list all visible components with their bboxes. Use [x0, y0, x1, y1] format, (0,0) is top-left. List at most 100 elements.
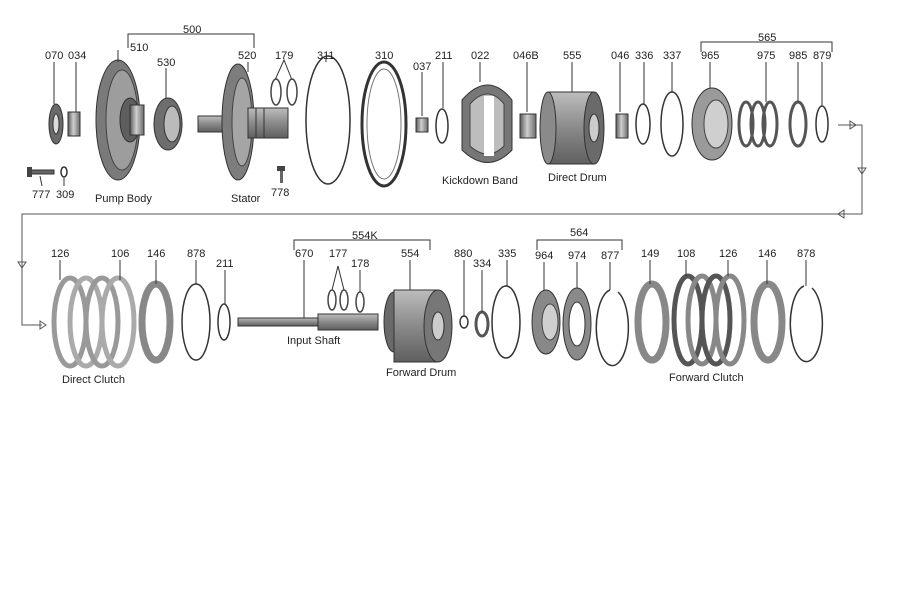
gear-530 [153, 97, 183, 151]
bracket-179 [274, 58, 293, 81]
rings-179 [270, 78, 298, 106]
bolt-778 [277, 166, 285, 183]
label-211-top: 211 [435, 50, 453, 62]
ring-337 [660, 91, 684, 157]
bracket-565 [700, 41, 833, 52]
label-forward-clutch: Forward Clutch [669, 372, 744, 384]
label-975: 975 [757, 50, 775, 62]
bracket-554k [293, 239, 431, 250]
label-pump-body: Pump Body [95, 193, 152, 205]
label-500: 500 [183, 24, 201, 36]
label-126-a: 126 [51, 248, 69, 260]
label-670: 670 [295, 248, 313, 260]
stator-part [197, 63, 289, 181]
label-334: 334 [473, 258, 491, 270]
kickdown-band-part [461, 84, 513, 163]
label-input-shaft: Input Shaft [287, 335, 340, 347]
label-510: 510 [130, 42, 148, 54]
bracket-177 [331, 265, 345, 291]
o-ring-311 [305, 55, 351, 185]
label-964: 964 [535, 250, 553, 262]
seal-070 [48, 103, 64, 145]
bolt-777 [27, 167, 55, 177]
label-878-b: 878 [797, 248, 815, 260]
forward-drum-part [383, 289, 453, 363]
forward-clutch-plates [671, 273, 747, 367]
flow-arrows [17, 120, 867, 330]
bearing-046b [519, 113, 537, 139]
label-kickdown-band: Kickdown Band [442, 175, 518, 187]
label-126-b: 126 [719, 248, 737, 260]
label-179: 179 [275, 50, 293, 62]
ring-336 [635, 103, 651, 145]
label-022: 022 [471, 50, 489, 62]
pump-body-part [95, 59, 145, 181]
rings-177 [327, 289, 349, 311]
label-178: 178 [351, 258, 369, 270]
label-forward-drum: Forward Drum [386, 367, 456, 379]
bushing-037 [415, 117, 429, 133]
label-555: 555 [563, 50, 581, 62]
spring-975 [737, 100, 779, 148]
label-211-bottom: 211 [216, 258, 234, 270]
bearing-046 [615, 113, 629, 139]
piston-964 [531, 289, 561, 355]
label-146-b: 146 [758, 248, 776, 260]
label-309: 309 [56, 189, 74, 201]
label-146-a: 146 [147, 248, 165, 260]
label-778: 778 [271, 187, 289, 199]
spring-plate-974 [562, 287, 592, 361]
label-108: 108 [677, 248, 695, 260]
snap-ring-878b [789, 285, 824, 363]
label-stator: Stator [231, 193, 261, 205]
leader-lines-row2 [59, 260, 807, 318]
ring-178 [355, 291, 365, 313]
label-046: 046 [611, 50, 629, 62]
bracket-564 [536, 239, 623, 250]
label-985: 985 [789, 50, 807, 62]
label-direct-clutch: Direct Clutch [62, 374, 125, 386]
bracket-500 [127, 33, 255, 48]
ring-211-top [435, 108, 449, 144]
direct-drum-part [539, 91, 605, 165]
snap-ring-879 [815, 105, 829, 143]
retainer-985 [788, 100, 808, 148]
snap-ring-878a [181, 283, 211, 361]
label-520: 520 [238, 50, 256, 62]
label-337: 337 [663, 50, 681, 62]
ring-211-bottom [217, 303, 231, 341]
label-310: 310 [375, 50, 393, 62]
pressure-plate-146a [138, 280, 174, 364]
label-177: 177 [329, 248, 347, 260]
ring-880 [459, 315, 469, 329]
label-335: 335 [498, 248, 516, 260]
piston-965 [691, 87, 733, 161]
label-565: 565 [758, 32, 776, 44]
input-shaft-part [237, 313, 379, 331]
pressure-plate-146b [750, 280, 786, 364]
label-877: 877 [601, 250, 619, 262]
ring-335 [491, 285, 521, 359]
snap-ring-877 [595, 289, 630, 367]
label-037: 037 [413, 61, 431, 73]
label-879: 879 [813, 50, 831, 62]
label-777: 777 [32, 189, 50, 201]
bearing-334 [474, 310, 490, 338]
label-974: 974 [568, 250, 586, 262]
label-336: 336 [635, 50, 653, 62]
direct-clutch-plates [51, 275, 137, 369]
label-311: 311 [317, 50, 335, 62]
part-labels: 070 034 510 500 530 520 179 311 310 037 … [32, 24, 831, 386]
bearing-034 [67, 111, 81, 137]
label-965: 965 [701, 50, 719, 62]
gasket-310 [360, 60, 408, 188]
label-554k: 554K [352, 230, 378, 242]
label-149: 149 [641, 248, 659, 260]
label-070: 070 [45, 50, 63, 62]
label-530: 530 [157, 57, 175, 69]
label-564: 564 [570, 227, 588, 239]
label-880: 880 [454, 248, 472, 260]
label-554: 554 [401, 248, 419, 260]
